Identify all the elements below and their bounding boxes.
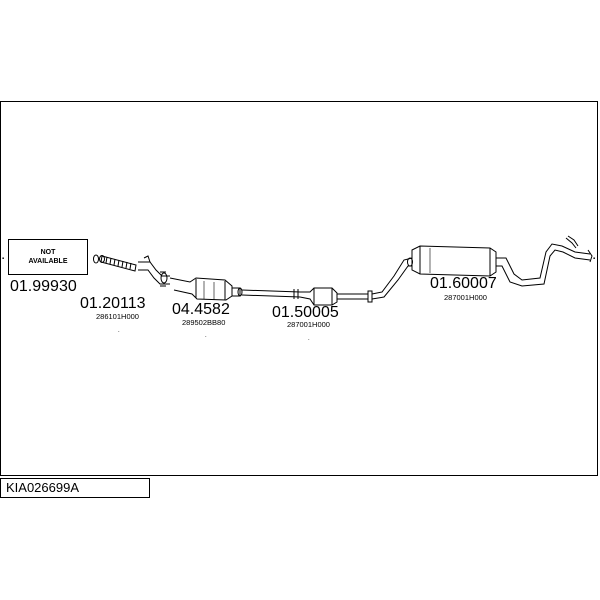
part-number-0: 01.99930 — [10, 278, 77, 295]
oe-number-3: 287001H000 — [287, 320, 330, 329]
intermediate-pipe — [241, 289, 301, 299]
assembly-code-box: KIA026699A — [0, 478, 150, 498]
diagram-frame — [0, 101, 598, 476]
connector-ring — [93, 254, 99, 264]
not-available-line2: AVAILABLE — [28, 258, 68, 265]
part-number-1: 01.20113 — [80, 295, 146, 312]
flex-pipe-01-20113 — [99, 255, 137, 272]
rear-silencer-01-60007 — [371, 235, 593, 300]
mark-dot-1: . — [118, 328, 120, 334]
oe-number-1: 286101H000 — [96, 312, 139, 321]
part-number-2: 04.4582 — [172, 301, 230, 318]
front-pipe-section — [138, 255, 170, 287]
not-available-line1: NOT — [40, 249, 56, 256]
frame-tick-left: ▪ — [2, 256, 5, 262]
assembly-code: KIA026699A — [6, 480, 80, 495]
oe-number-4: 287001H000 — [444, 293, 487, 302]
centre-silencer-01-50005 — [299, 287, 373, 306]
mark-dot-2: . — [205, 333, 207, 339]
part-number-3: 01.50005 — [272, 304, 339, 321]
not-available-box: NOT AVAILABLE — [8, 239, 88, 275]
oe-number-2: 289502BB80 — [182, 318, 226, 327]
frame-tick-right: ▪ — [593, 256, 596, 262]
catalytic-converter-04-4582 — [169, 277, 243, 301]
mark-dot-3: . — [308, 336, 310, 342]
part-number-4: 01.60007 — [430, 275, 497, 292]
